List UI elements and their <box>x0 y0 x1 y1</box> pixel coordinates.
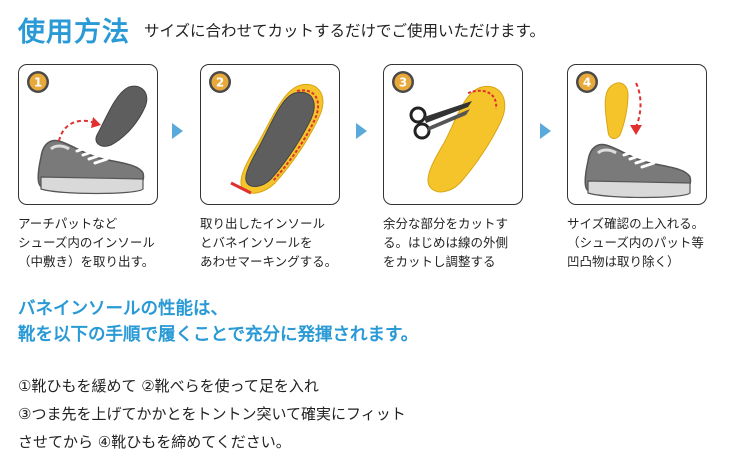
caption-line: とバネインソールを <box>200 235 313 250</box>
step-number-badge: 1 <box>27 71 49 93</box>
scissors-icon <box>409 101 472 140</box>
performance-heading: バネインソールの性能は、 靴を以下の手順で履くことで充分に発揮されます。 <box>18 296 418 348</box>
svg-text:4: 4 <box>583 76 591 90</box>
caption-line: あわせマーキングする。 <box>200 254 338 269</box>
step-2-panel: 2 <box>200 64 340 205</box>
performance-line: バネインソールの性能は、 <box>18 299 228 319</box>
step-number-badge: 2 <box>209 71 231 93</box>
curved-arrow-icon <box>630 82 642 135</box>
caption-line: （中敷き）を取り出す。 <box>18 254 155 269</box>
step-4-caption: サイズ確認の上入れる。 （シューズ内のパット等 凹凸物は取り除く） <box>567 214 740 271</box>
caption-line: 取り出したインソール <box>200 216 326 231</box>
insole-icon <box>95 85 148 147</box>
caption-line: サイズ確認の上入れる。 <box>567 216 705 231</box>
instruction-line: させてから ④靴ひもを締めてください。 <box>18 433 291 451</box>
step-arrow-icon <box>172 123 183 139</box>
caption-line: る。はじめは線の外側 <box>383 235 509 250</box>
step-3-caption: 余分な部分をカットす る。はじめは線の外側 をカットし調整する <box>383 214 558 271</box>
svg-text:2: 2 <box>216 76 224 90</box>
wearing-instructions: ①靴ひもを緩めて ②靴べらを使って足を入れ ③つま先を上げてかかとをトントン突い… <box>18 372 406 456</box>
insole-icon <box>604 82 629 139</box>
instruction-line: ①靴ひもを緩めて ②靴べらを使って足を入れ <box>18 377 319 395</box>
svg-text:1: 1 <box>34 76 42 90</box>
page-subtitle: サイズに合わせてカットするだけでご使用いただけます。 <box>144 22 545 40</box>
step-3-panel: 3 <box>383 64 523 205</box>
caption-line: をカットし調整する <box>383 254 496 269</box>
step-number-badge: 4 <box>576 71 598 93</box>
caption-line: シューズ内のインソール <box>18 235 155 250</box>
shoe-icon <box>584 143 692 199</box>
svg-text:3: 3 <box>399 76 407 90</box>
step-arrow-icon <box>356 123 367 139</box>
caption-line: （シューズ内のパット等 <box>567 235 704 250</box>
step-2-caption: 取り出したインソール とバネインソールを あわせマーキングする。 <box>200 214 375 271</box>
insole-icon <box>230 83 324 195</box>
shoe-icon <box>37 139 145 195</box>
step-4-panel: 4 <box>567 64 707 205</box>
step-arrow-icon <box>540 123 551 139</box>
step-number-badge: 3 <box>392 71 414 93</box>
instruction-line: ③つま先を上げてかかとをトントン突いて確実にフィット <box>18 405 406 423</box>
curved-arrow-icon <box>58 117 101 142</box>
caption-line: アーチパットなど <box>18 216 118 231</box>
insole-icon <box>427 85 506 193</box>
step-1-caption: アーチパットなど シューズ内のインソール （中敷き）を取り出す。 <box>18 214 193 271</box>
performance-line: 靴を以下の手順で履くことで充分に発揮されます。 <box>18 325 419 345</box>
step-1-panel: 1 <box>18 64 158 205</box>
caption-line: 余分な部分をカットす <box>383 216 509 231</box>
page-title: 使用方法 <box>18 17 130 48</box>
caption-line: 凹凸物は取り除く） <box>567 254 680 269</box>
